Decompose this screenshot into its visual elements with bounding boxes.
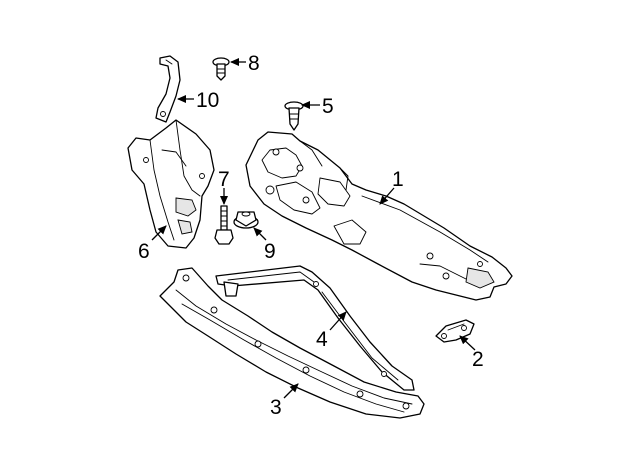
- leader-9: [253, 227, 267, 241]
- leader-4: [329, 311, 347, 331]
- leader-2: [459, 335, 476, 351]
- part-5-clip[interactable]: [284, 101, 304, 131]
- part-9-nut[interactable]: [233, 211, 259, 229]
- part-8-screw[interactable]: [212, 57, 230, 81]
- leader-6: [151, 225, 167, 241]
- leader-1: [379, 187, 395, 205]
- callout-3: 3: [270, 396, 282, 419]
- part-10-mount-bracket[interactable]: [155, 55, 181, 123]
- callout-labels: 1 2 3 4 5 6 7 8 9 10: [138, 52, 484, 419]
- callout-9: 9: [264, 240, 276, 263]
- part-3-lower-crossmember[interactable]: [159, 267, 425, 419]
- callout-8: 8: [248, 52, 260, 75]
- part-6-air-deflector[interactable]: [127, 119, 215, 249]
- part-7-bolt[interactable]: [214, 205, 234, 245]
- callout-4: 4: [316, 328, 328, 351]
- leader-3: [283, 383, 299, 399]
- leader-lines: [151, 58, 476, 399]
- callout-10: 10: [196, 89, 219, 112]
- callout-5: 5: [322, 95, 334, 118]
- callout-7: 7: [218, 168, 230, 191]
- part-4-brace[interactable]: [215, 265, 415, 391]
- callout-1: 1: [392, 168, 404, 191]
- part-1-engine-shield[interactable]: [245, 131, 513, 301]
- callout-2: 2: [472, 348, 484, 371]
- part-2-bracket[interactable]: [435, 319, 475, 343]
- callout-6: 6: [138, 240, 150, 263]
